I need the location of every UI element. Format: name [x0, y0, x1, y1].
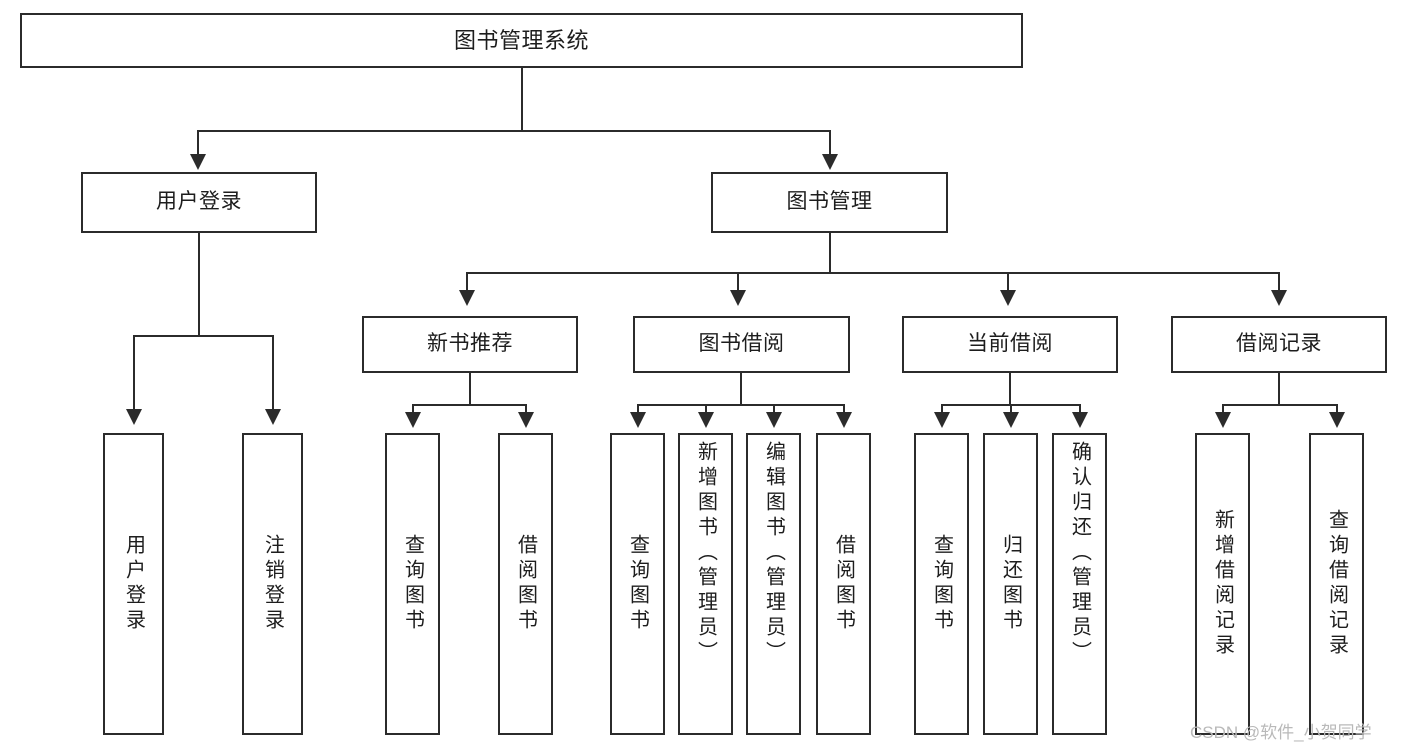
node-label: 新增借阅记录	[1211, 509, 1234, 659]
leaf-query-book-recommend[interactable]: 查询图书	[385, 433, 440, 735]
node-root-book-management-system[interactable]: 图书管理系统	[20, 13, 1023, 68]
arrowhead-new-book-recommend	[459, 290, 475, 306]
connector-bm-to-book-borrow	[737, 272, 739, 292]
leaf-user-login[interactable]: 用户登录	[103, 433, 164, 735]
arrowhead-borrow-record	[1271, 290, 1287, 306]
arrowhead-book-borrow	[730, 290, 746, 306]
node-label: 新书推荐	[427, 332, 513, 356]
connector-nb-to-leaf-1	[412, 404, 414, 414]
connector-cb-to-leaf-3	[1079, 404, 1081, 414]
arrowhead-cb-leaf-1	[934, 412, 950, 428]
connector-root-to-user-login	[197, 130, 199, 156]
node-label: 注销登录	[261, 534, 284, 634]
connector-user-login-to-leaf-1	[133, 335, 135, 411]
arrowhead-book-management	[822, 154, 838, 170]
connector-bb-to-leaf-3	[773, 404, 775, 414]
leaf-return-book[interactable]: 归还图书	[983, 433, 1038, 735]
node-label: 借阅图书	[514, 534, 537, 634]
node-label: 查询借阅记录	[1325, 509, 1348, 659]
connector-bm-to-borrow-record	[1278, 272, 1280, 292]
connector-new-book-bus	[412, 404, 526, 406]
leaf-query-borrow-record[interactable]: 查询借阅记录	[1309, 433, 1364, 735]
arrowhead-cb-leaf-2	[1003, 412, 1019, 428]
arrowhead-br-leaf-1	[1215, 412, 1231, 428]
connector-nb-to-leaf-2	[525, 404, 527, 414]
node-label: 确认归还（管理员）	[1068, 441, 1091, 666]
node-label: 新增图书（管理员）	[694, 441, 717, 666]
leaf-borrow-book[interactable]: 借阅图书	[816, 433, 871, 735]
node-label: 查询图书	[626, 534, 649, 634]
leaf-query-book[interactable]: 查询图书	[610, 433, 665, 735]
connector-book-management-bus	[466, 272, 1280, 274]
connector-cb-to-leaf-1	[941, 404, 943, 414]
arrowhead-br-leaf-2	[1329, 412, 1345, 428]
node-label: 借阅记录	[1236, 332, 1322, 356]
connector-br-to-leaf-1	[1222, 404, 1224, 414]
arrowhead-nb-leaf-1	[405, 412, 421, 428]
arrowhead-bb-leaf-3	[766, 412, 782, 428]
leaf-confirm-return-admin[interactable]: 确认归还（管理员）	[1052, 433, 1107, 735]
leaf-logout[interactable]: 注销登录	[242, 433, 303, 735]
leaf-edit-book-admin[interactable]: 编辑图书（管理员）	[746, 433, 801, 735]
arrowhead-cb-leaf-3	[1072, 412, 1088, 428]
connector-bb-to-leaf-4	[843, 404, 845, 414]
connector-book-management-stem	[829, 233, 831, 274]
connector-book-borrow-bus	[637, 404, 845, 406]
connector-user-login-to-leaf-2	[272, 335, 274, 411]
node-label: 图书借阅	[698, 332, 785, 356]
connector-book-borrow-stem	[740, 373, 742, 405]
connector-root-stem	[521, 68, 523, 130]
node-book-management[interactable]: 图书管理	[711, 172, 948, 233]
connector-current-borrow-stem	[1009, 373, 1011, 405]
csdn-watermark: CSDN @软件_小贺同学	[1190, 723, 1372, 742]
leaf-borrow-book-recommend[interactable]: 借阅图书	[498, 433, 553, 735]
node-label: 编辑图书（管理员）	[762, 441, 785, 666]
connector-bm-to-current-borrow	[1007, 272, 1009, 292]
connector-root-to-book-management	[829, 130, 831, 156]
connector-new-book-stem	[469, 373, 471, 405]
leaf-add-borrow-record[interactable]: 新增借阅记录	[1195, 433, 1250, 735]
arrowhead-nb-leaf-2	[518, 412, 534, 428]
connector-bb-to-leaf-2	[705, 404, 707, 414]
node-label: 用户登录	[122, 534, 145, 634]
node-label: 图书管理系统	[453, 27, 589, 53]
node-borrow-record[interactable]: 借阅记录	[1171, 316, 1387, 373]
connector-br-to-leaf-2	[1336, 404, 1338, 414]
node-current-borrow[interactable]: 当前借阅	[902, 316, 1118, 373]
connector-user-login-bus	[133, 335, 273, 337]
node-book-borrow[interactable]: 图书借阅	[633, 316, 850, 373]
arrowhead-bb-leaf-2	[698, 412, 714, 428]
node-label: 当前借阅	[967, 332, 1053, 356]
node-label: 用户登录	[156, 190, 242, 214]
connector-root-bus	[197, 130, 830, 132]
node-label: 归还图书	[999, 534, 1022, 634]
node-label: 查询图书	[401, 534, 424, 634]
leaf-add-book-admin[interactable]: 新增图书（管理员）	[678, 433, 733, 735]
connector-user-login-stem	[198, 233, 200, 336]
connector-borrow-record-stem	[1278, 373, 1280, 405]
node-user-login[interactable]: 用户登录	[81, 172, 317, 233]
node-new-book-recommend[interactable]: 新书推荐	[362, 316, 578, 373]
leaf-query-book-current[interactable]: 查询图书	[914, 433, 969, 735]
connector-bm-to-new-book	[466, 272, 468, 292]
arrowhead-leaf-logout	[265, 409, 281, 425]
arrowhead-leaf-user-login	[126, 409, 142, 425]
connector-cb-to-leaf-2	[1010, 404, 1012, 414]
node-label: 借阅图书	[832, 534, 855, 634]
connector-borrow-record-bus	[1222, 404, 1336, 406]
arrowhead-bb-leaf-1	[630, 412, 646, 428]
node-label: 图书管理	[786, 190, 873, 214]
arrowhead-current-borrow	[1000, 290, 1016, 306]
arrowhead-user-login	[190, 154, 206, 170]
arrowhead-bb-leaf-4	[836, 412, 852, 428]
connector-bb-to-leaf-1	[637, 404, 639, 414]
node-label: 查询图书	[930, 534, 953, 634]
